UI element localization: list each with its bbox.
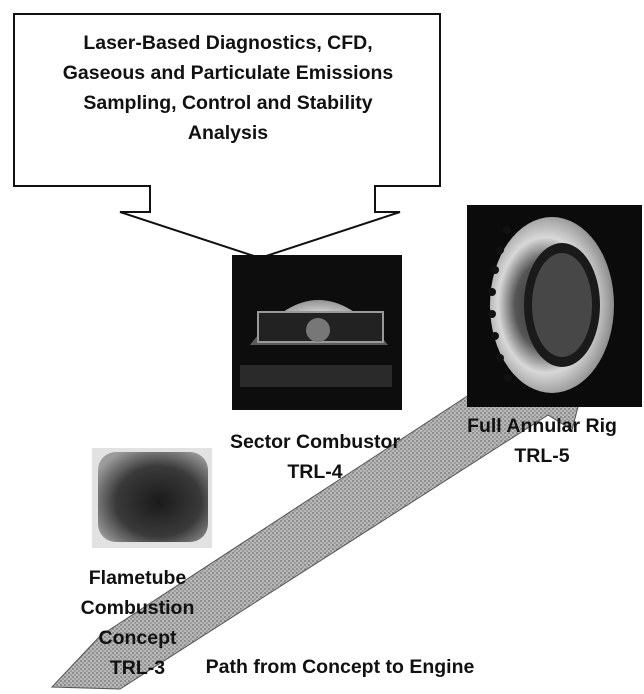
sector-combustor-label: Sector Combustor TRL-4 [210, 427, 420, 487]
callout-line: Sampling, Control and Stability [83, 92, 373, 114]
flametube-label-line: Combustion [80, 597, 195, 619]
annular-rig-photo [467, 205, 642, 407]
annular-rig-label: Full Annular Rig TRL-5 [442, 411, 642, 471]
callout-box [13, 13, 441, 260]
flametube-label: Flametube Combustion Concept TRL-3 [50, 563, 225, 683]
sector-label-line: TRL-4 [287, 461, 343, 483]
sector-label-line: Sector Combustor [229, 431, 401, 453]
annular-label-line: Full Annular Rig [467, 415, 617, 437]
path-arrow-label: Path from Concept to Engine [170, 652, 510, 682]
sector-combustor-photo [232, 255, 402, 410]
callout-text: Laser-Based Diagnostics, CFD, Gaseous an… [28, 28, 428, 148]
callout-line: Laser-Based Diagnostics, CFD, [83, 32, 373, 54]
flametube-label-line: Flametube [88, 567, 187, 589]
callout-line: Gaseous and Particulate Emissions [62, 62, 394, 84]
annular-label-line: TRL-5 [514, 445, 570, 467]
flametube-photo [92, 448, 212, 548]
flametube-label-line: Concept [98, 627, 177, 649]
flametube-label-line: TRL-3 [109, 657, 166, 679]
path-arrow-label-text: Path from Concept to Engine [205, 656, 475, 678]
callout-line: Analysis [187, 122, 269, 144]
